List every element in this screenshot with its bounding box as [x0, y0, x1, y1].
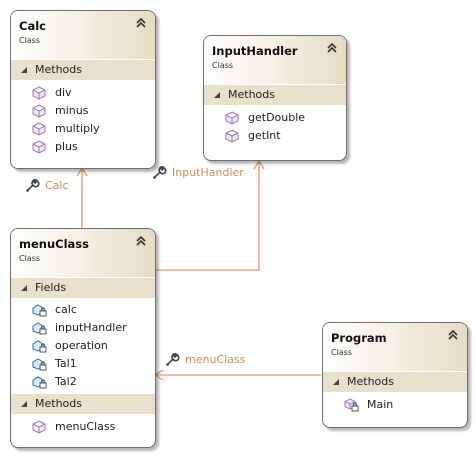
double-chevron-up-icon[interactable]	[135, 17, 147, 29]
class-name: InputHandler	[212, 44, 298, 58]
association-arrow-inputhandler	[253, 159, 265, 170]
field-name: inputHandler	[55, 321, 127, 334]
methods-list: getDouble getInt	[204, 105, 346, 149]
private-field-icon	[32, 376, 47, 389]
field-item[interactable]: Tal1	[11, 355, 155, 373]
method-item[interactable]: Main	[323, 396, 467, 414]
methods-section-toggle[interactable]: Methods	[204, 84, 346, 105]
double-chevron-up-icon[interactable]	[135, 235, 147, 247]
class-kind: Class	[19, 254, 41, 263]
method-cube-icon	[32, 140, 46, 154]
methods-list: Main	[323, 392, 467, 418]
double-chevron-up-icon[interactable]	[326, 42, 338, 54]
method-name: plus	[55, 140, 78, 153]
fields-list: calc inputHandler operation Tal1 Tal2	[11, 298, 155, 393]
association-label-text: Calc	[45, 178, 69, 192]
triangle-collapse-icon	[333, 379, 339, 385]
fields-section-toggle[interactable]: Fields	[11, 277, 155, 298]
methods-list: div minus multiply plus	[11, 80, 155, 160]
method-name: getInt	[248, 129, 281, 142]
class-header: InputHandler Class	[204, 36, 346, 84]
method-name: minus	[55, 104, 89, 117]
method-item[interactable]: getDouble	[204, 109, 346, 127]
class-header: menuClass Class	[11, 229, 155, 277]
wrench-association-icon	[26, 179, 40, 192]
section-label: Methods	[35, 63, 82, 76]
field-name: Tal2	[55, 375, 77, 388]
class-name: Program	[331, 331, 387, 345]
class-kind: Class	[19, 36, 41, 45]
triangle-collapse-icon	[21, 401, 27, 407]
triangle-collapse-icon	[21, 285, 27, 291]
wrench-association-icon	[153, 166, 167, 179]
class-kind: Class	[331, 348, 353, 357]
class-kind: Class	[212, 61, 234, 70]
class-program[interactable]: Program Class Methods Main	[322, 322, 468, 428]
method-item[interactable]: minus	[11, 102, 155, 120]
field-item[interactable]: Tal2	[11, 373, 155, 391]
methods-list: menuClass	[11, 414, 155, 440]
method-item[interactable]: plus	[11, 138, 155, 156]
class-calc[interactable]: Calc Class Methods div minus multiply pl…	[10, 10, 156, 169]
class-menuclass[interactable]: menuClass Class Fields calc inputHandler…	[10, 228, 156, 448]
method-cube-icon	[225, 129, 239, 143]
association-label-menuclass[interactable]: menuClass	[164, 351, 245, 367]
methods-section-toggle[interactable]: Methods	[11, 59, 155, 80]
method-name: div	[55, 86, 72, 99]
private-field-icon	[32, 304, 47, 317]
methods-section-toggle[interactable]: Methods	[323, 371, 467, 392]
field-name: operation	[55, 339, 108, 352]
methods-section-toggle[interactable]: Methods	[11, 393, 155, 414]
wrench-association-icon	[166, 353, 180, 366]
field-item[interactable]: calc	[11, 301, 155, 319]
section-label: Fields	[35, 281, 67, 294]
method-cube-icon	[32, 420, 46, 434]
association-line-inputhandler	[156, 161, 260, 271]
field-item[interactable]: operation	[11, 337, 155, 355]
class-header: Calc Class	[11, 11, 155, 59]
method-name: menuClass	[55, 420, 116, 433]
triangle-collapse-icon	[214, 92, 220, 98]
class-name: menuClass	[19, 237, 89, 251]
section-label: Methods	[228, 88, 275, 101]
section-label: Methods	[347, 375, 394, 388]
private-field-icon	[32, 322, 47, 335]
method-cube-icon	[225, 111, 239, 125]
field-item[interactable]: inputHandler	[11, 319, 155, 337]
method-name: multiply	[55, 122, 100, 135]
method-item[interactable]: multiply	[11, 120, 155, 138]
triangle-collapse-icon	[21, 67, 27, 73]
method-cube-icon	[32, 86, 46, 100]
class-name: Calc	[19, 19, 46, 33]
field-name: calc	[55, 303, 77, 316]
association-label-text: menuClass	[185, 352, 246, 366]
method-name: Main	[367, 398, 394, 411]
method-item[interactable]: menuClass	[11, 418, 155, 436]
method-item[interactable]: div	[11, 84, 155, 102]
double-chevron-up-icon[interactable]	[447, 329, 459, 341]
method-name: getDouble	[248, 111, 306, 124]
association-label-calc[interactable]: Calc	[24, 177, 69, 193]
class-header: Program Class	[323, 323, 467, 371]
class-inputhandler[interactable]: InputHandler Class Methods getDouble get…	[203, 35, 347, 161]
method-cube-icon	[32, 104, 46, 118]
section-label: Methods	[35, 397, 82, 410]
method-item[interactable]: getInt	[204, 127, 346, 145]
private-field-icon	[32, 340, 47, 353]
method-cube-icon	[32, 122, 46, 136]
field-name: Tal1	[55, 357, 77, 370]
association-label-inputhandler[interactable]: InputHandler	[151, 164, 244, 180]
private-field-icon	[32, 358, 47, 371]
private-method-icon	[344, 398, 359, 412]
association-label-text: InputHandler	[172, 165, 244, 179]
